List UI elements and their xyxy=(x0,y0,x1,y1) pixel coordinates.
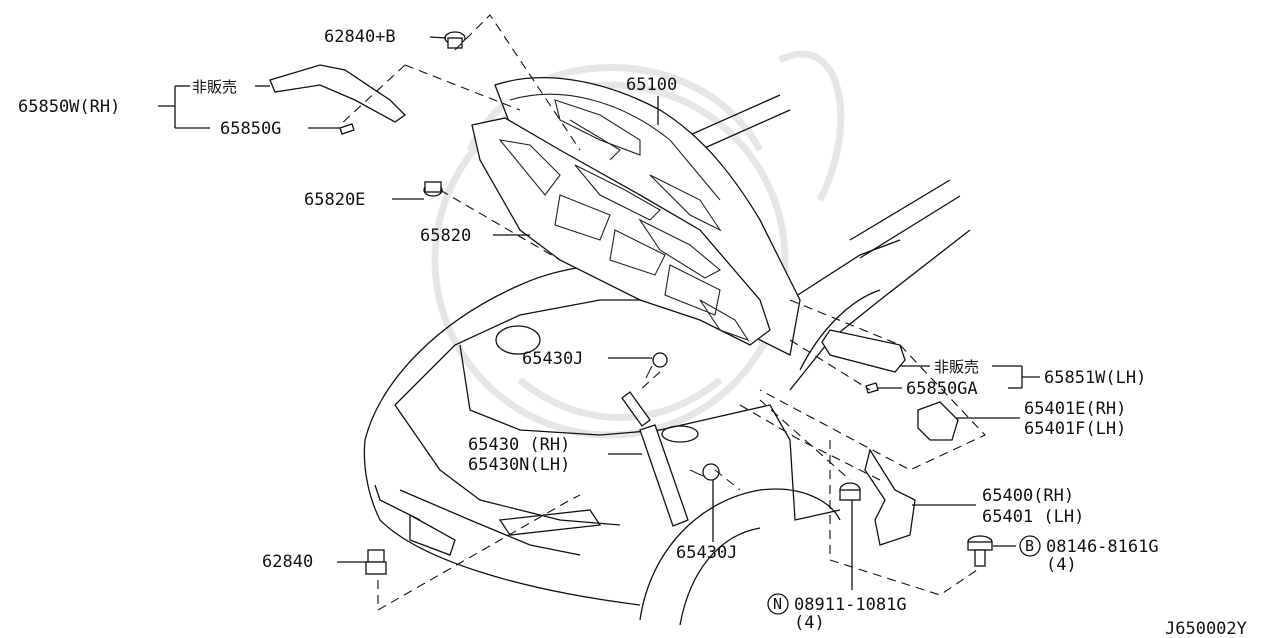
part-65850w-cover xyxy=(269,64,407,123)
nut-prefix: N xyxy=(773,595,782,613)
nut-code: 08911-1081G xyxy=(794,595,907,615)
label-not-for-sale-1: 非販売 xyxy=(192,78,237,96)
part-62840-stopper xyxy=(365,549,387,575)
part-62840b-clip xyxy=(444,31,466,49)
label-08146-bolt: B 08146-8161G (4) xyxy=(1019,535,1159,575)
label-65430j-upper: 65430J xyxy=(522,349,583,369)
bolt-code: 08146-8161G xyxy=(1046,537,1159,557)
part-65820e-clip xyxy=(423,181,443,197)
nut-qty: (4) xyxy=(794,613,825,633)
label-65430: 65430 (RH) xyxy=(468,435,570,455)
part-65850ga-screw xyxy=(865,382,879,394)
assembly-dashed-lines xyxy=(339,14,986,611)
label-62840: 62840 xyxy=(262,552,313,572)
label-65851w: 65851W(LH) xyxy=(1044,368,1146,388)
label-65400: 65400(RH) xyxy=(982,486,1074,506)
label-not-for-sale-2: 非販売 xyxy=(934,358,979,376)
part-65430j-upper-ball xyxy=(645,352,668,379)
leader-lines xyxy=(158,36,1040,590)
label-65850g: 65850G xyxy=(220,119,281,139)
label-65430n: 65430N(LH) xyxy=(468,455,570,475)
label-65430j-lower: 65430J xyxy=(676,543,737,563)
label-65100: 65100 xyxy=(626,75,677,95)
part-65430-hood-stay xyxy=(621,391,689,527)
part-08911-nut xyxy=(839,482,861,501)
diagram-id: J650002Y xyxy=(1165,619,1247,638)
bolt-qty: (4) xyxy=(1046,555,1077,575)
label-65820e: 65820E xyxy=(304,190,365,210)
part-labels: 62840+B 非販売 65850W(RH) 65850G 65100 6582… xyxy=(18,27,1247,638)
label-65401: 65401 (LH) xyxy=(982,507,1084,527)
label-65850w: 65850W(RH) xyxy=(18,97,120,117)
label-08911-nut: N 08911-1081G (4) xyxy=(767,593,907,633)
part-65401e-pad xyxy=(917,401,959,441)
watermark-emblem xyxy=(431,50,845,439)
label-65820: 65820 xyxy=(420,226,471,246)
label-62840b: 62840+B xyxy=(324,27,396,47)
part-65430j-lower-ball xyxy=(689,463,720,481)
part-08146-bolt xyxy=(967,535,993,567)
label-65850ga: 65850GA xyxy=(906,379,978,399)
label-65401f: 65401F(LH) xyxy=(1024,419,1126,439)
label-65401e: 65401E(RH) xyxy=(1024,399,1126,419)
bolt-prefix: B xyxy=(1025,537,1034,555)
part-65400-hinge xyxy=(864,448,916,546)
part-65850g-screw xyxy=(339,123,355,135)
part-65851w-cover xyxy=(821,329,906,373)
